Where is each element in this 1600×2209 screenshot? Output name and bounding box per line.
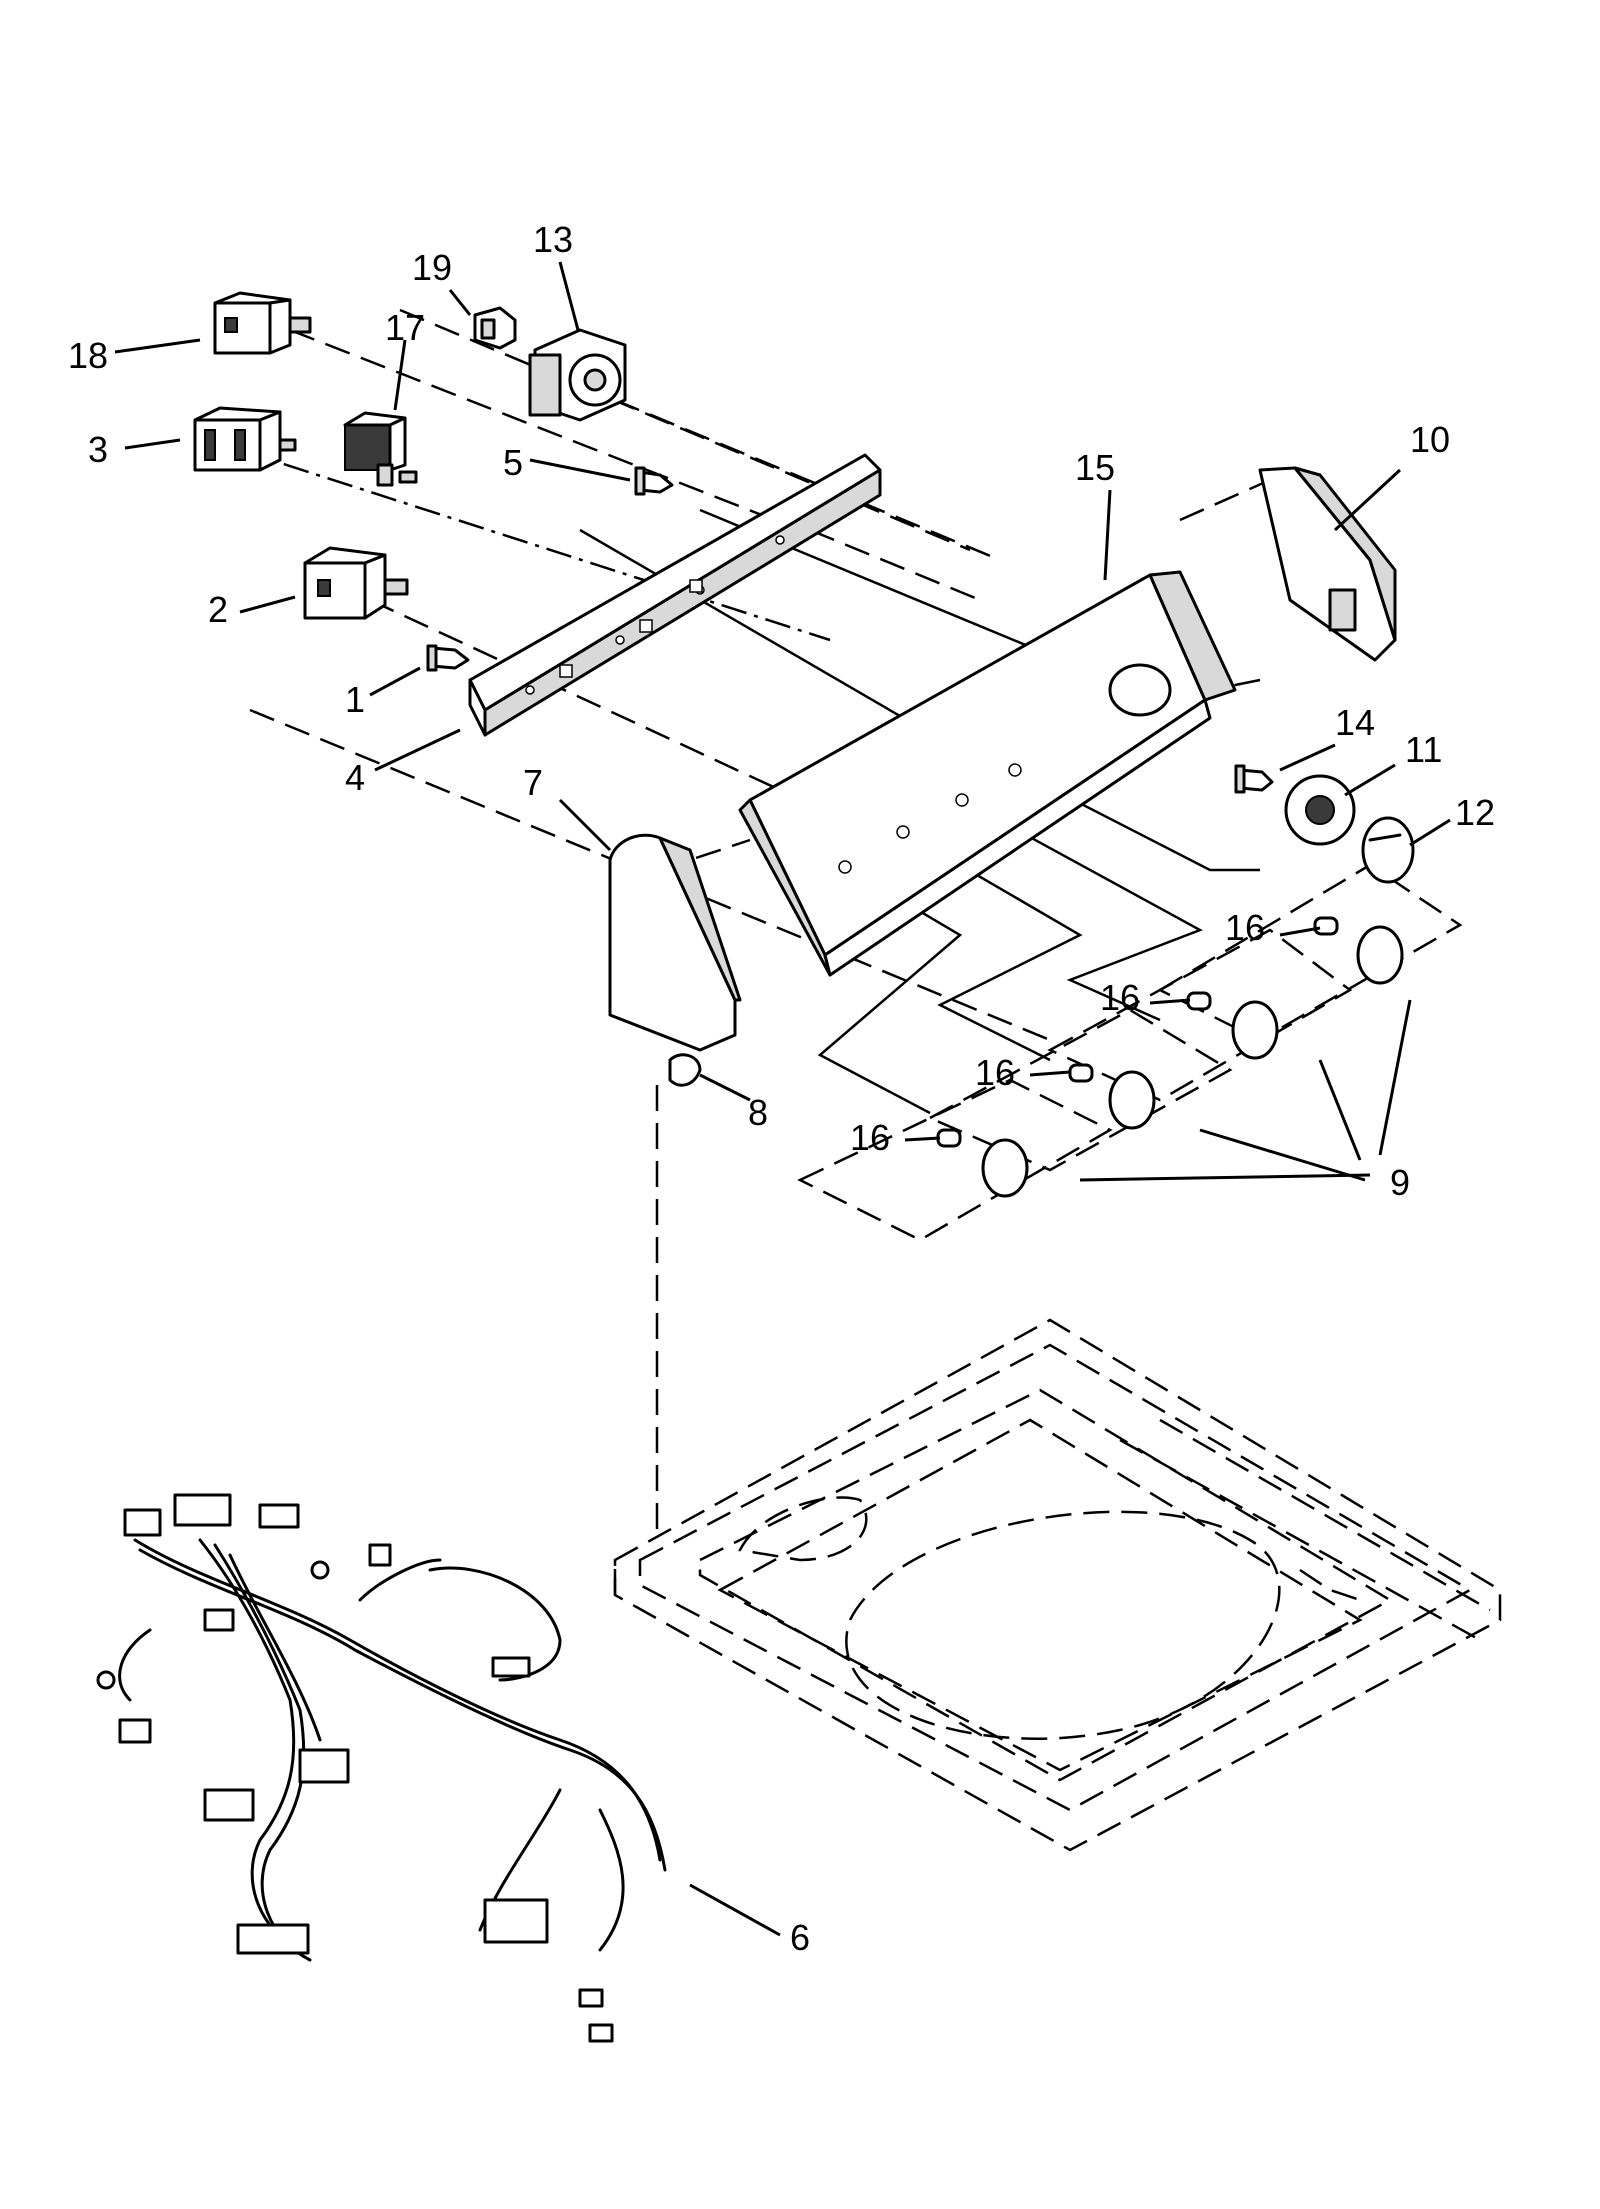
callout-11: 11 <box>1405 729 1442 770</box>
part-3-switch <box>193 406 297 472</box>
callout-10: 10 <box>1410 419 1450 460</box>
callout-16-c: 16 <box>975 1052 1015 1093</box>
part-2-switch <box>303 546 409 620</box>
callout-4: 4 <box>345 757 365 798</box>
callout-9: 9 <box>1390 1162 1410 1203</box>
part-1-screw <box>426 644 470 672</box>
part-10-end-cap <box>1258 466 1397 662</box>
callout-16-d: 16 <box>850 1117 890 1158</box>
callout-17: 17 <box>385 307 425 348</box>
part-18-switch <box>213 291 312 355</box>
callout-leaders <box>114 261 1451 1937</box>
callout-19: 19 <box>412 247 452 288</box>
part-15-console-panel <box>738 570 1237 977</box>
part-19-connector <box>473 306 517 350</box>
callout-16-b: 16 <box>1100 977 1140 1018</box>
knob-set <box>936 916 1404 1198</box>
callout-14: 14 <box>1335 702 1375 743</box>
callout-15: 15 <box>1075 447 1115 488</box>
callout-3: 3 <box>88 429 108 470</box>
part-8-clip <box>668 1053 702 1087</box>
callout-7: 7 <box>523 762 543 803</box>
callout-12: 12 <box>1455 792 1495 833</box>
part-12-knob <box>1361 816 1415 884</box>
part-17-switch <box>343 411 418 487</box>
part-6-wire-harness <box>96 1493 667 2043</box>
callout-5: 5 <box>503 442 523 483</box>
part-4-bracket <box>468 453 882 737</box>
callout-18: 18 <box>68 335 108 376</box>
callout-2: 2 <box>208 589 228 630</box>
callout-16-a: 16 <box>1225 907 1265 948</box>
part-5-screw <box>634 466 674 496</box>
part-13-timer <box>528 328 627 422</box>
callout-13: 13 <box>533 219 573 260</box>
part-14-screw <box>1234 764 1274 794</box>
callout-1: 1 <box>345 679 365 720</box>
cabinet-top-outline <box>613 1318 1502 1852</box>
callout-8: 8 <box>748 1092 768 1133</box>
part-11-dial <box>1284 774 1356 846</box>
part-7-end-cap <box>608 833 742 1052</box>
callout-6: 6 <box>790 1917 810 1958</box>
callout-labels: 18 3 2 1 4 19 13 17 5 15 10 14 11 12 7 1… <box>68 219 1495 1958</box>
